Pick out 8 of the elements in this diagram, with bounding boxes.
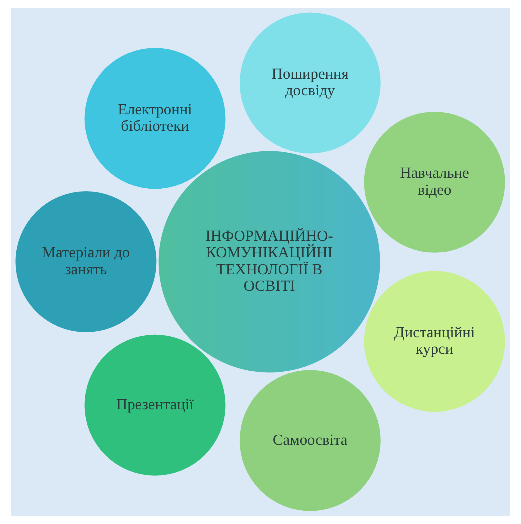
node-circle: Навчальне відео — [364, 112, 506, 253]
node-circle: Презентації — [84, 334, 226, 476]
node-circle: Електронні бібліотеки — [84, 48, 226, 190]
node-circle: Матеріали до занять — [16, 192, 157, 332]
node-circle: Дистанційні курси — [364, 271, 506, 412]
node-circle: Поширення досвіду — [240, 12, 381, 154]
node-circle: Самоосвіта — [240, 370, 381, 512]
node-circle: ІНФОРМАЦІЙНО- КОМУНІКАЦІЙНІ ТЕХНОЛОГІЇ В ОСВІТІ — [158, 151, 380, 373]
